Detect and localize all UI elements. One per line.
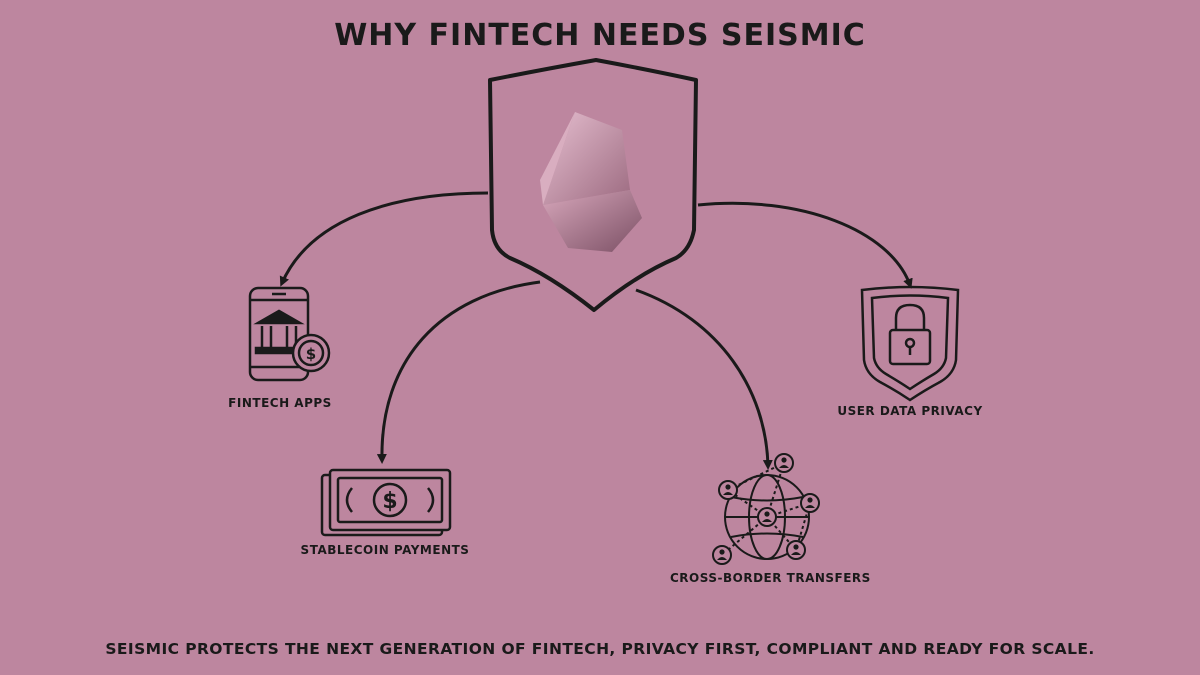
connectors [279, 191, 913, 470]
shield-crystal-icon [488, 58, 698, 312]
svg-text:$: $ [382, 489, 397, 514]
svg-text:$: $ [306, 345, 316, 363]
node-label-user-data-privacy: USER DATA PRIVACY [837, 404, 983, 418]
arrow-to-user-data-privacy [697, 201, 913, 289]
node-label-fintech-apps: FINTECH APPS [228, 396, 332, 410]
node-label-stablecoin-payments: STABLECOIN PAYMENTS [300, 543, 470, 557]
shield-padlock-icon [860, 285, 960, 402]
footer-tagline: SEISMIC PROTECTS THE NEXT GENERATION OF … [105, 640, 1095, 658]
banknote-stack-icon: $ [320, 468, 452, 537]
globe-network-users-icon [712, 453, 820, 565]
diagram-title: WHY FINTECH NEEDS SEISMIC [334, 18, 866, 53]
node-label-cross-border-transfers: CROSS-BORDER TRANSFERS [670, 571, 871, 585]
arrow-to-fintech-apps [279, 191, 489, 287]
arrow-to-stablecoin-payments [376, 280, 541, 464]
arrow-to-cross-border-transfers [635, 288, 773, 470]
mobile-bank-coin-icon: $ [248, 286, 331, 382]
